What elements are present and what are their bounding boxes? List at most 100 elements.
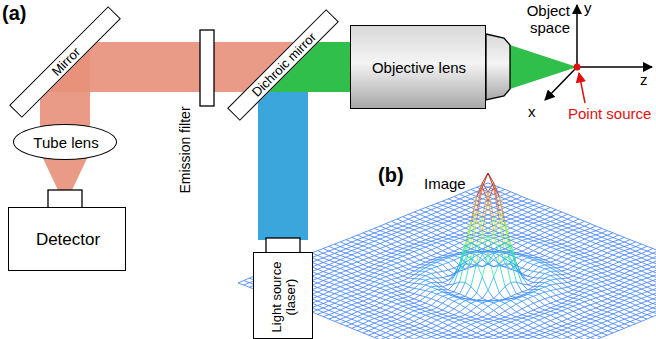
mesh-stroke	[539, 215, 545, 217]
mesh-stroke	[363, 250, 369, 253]
mesh-stroke	[522, 248, 528, 251]
mesh-stroke	[335, 260, 341, 262]
mesh-stroke	[414, 260, 420, 262]
mesh-stroke	[641, 278, 647, 280]
mesh-stroke	[443, 223, 449, 225]
mesh-stroke	[380, 235, 386, 237]
mesh-stroke	[369, 228, 375, 230]
mesh-stroke	[477, 217, 483, 219]
mesh-stroke	[391, 261, 397, 263]
mesh-stroke	[386, 277, 392, 280]
mesh-stroke	[374, 275, 380, 278]
mesh-stroke	[460, 259, 466, 282]
mesh-stroke	[340, 257, 346, 259]
mesh-stroke	[403, 281, 409, 283]
mesh-stroke	[352, 267, 358, 269]
mesh-stroke	[539, 225, 545, 227]
mesh-stroke	[641, 246, 647, 249]
mesh-stroke	[374, 256, 380, 258]
mesh-stroke	[613, 250, 619, 252]
mesh-stroke	[624, 259, 630, 261]
mesh-stroke	[585, 233, 591, 235]
mesh-stroke	[636, 275, 642, 277]
mesh-stroke	[545, 280, 551, 282]
mesh-stroke	[607, 283, 613, 285]
mesh-stroke	[488, 210, 494, 212]
mesh-stroke	[340, 280, 346, 282]
mesh-stroke	[551, 249, 557, 252]
mesh-stroke	[641, 267, 647, 270]
mesh-stroke	[329, 256, 335, 258]
mesh-stroke	[386, 270, 392, 272]
mesh-stroke	[431, 241, 437, 242]
mesh-stroke	[579, 253, 585, 254]
mesh-stroke	[443, 205, 449, 207]
mesh-stroke	[374, 244, 380, 246]
mesh-stroke	[556, 248, 562, 250]
mesh-stroke	[568, 226, 574, 228]
mesh-stroke	[636, 264, 642, 267]
mesh-stroke	[403, 224, 409, 226]
mesh-stroke	[335, 264, 341, 267]
mesh-stroke	[556, 222, 562, 224]
mesh-stroke	[624, 275, 630, 278]
mesh-stroke	[539, 258, 545, 260]
mesh-stroke	[533, 203, 539, 205]
mesh-stroke	[408, 252, 414, 254]
mesh-stroke	[522, 199, 528, 201]
mesh-stroke	[494, 238, 500, 240]
mesh-stroke	[414, 230, 420, 232]
mesh-stroke	[624, 269, 630, 271]
mesh-stroke	[431, 265, 437, 267]
mesh-stroke	[391, 255, 397, 257]
mesh-stroke	[414, 237, 420, 239]
mesh-stroke	[391, 226, 397, 228]
mesh-stroke	[454, 254, 460, 256]
mesh-stroke	[602, 239, 608, 241]
mesh-stroke	[528, 212, 534, 214]
mesh-stroke	[420, 262, 426, 264]
mesh-stroke	[568, 230, 574, 232]
mesh-stroke	[556, 240, 562, 242]
mesh-stroke	[420, 225, 426, 227]
mesh-stroke	[533, 205, 539, 207]
mesh-stroke	[477, 238, 483, 240]
mesh-stroke	[556, 257, 562, 260]
mesh-stroke	[528, 203, 534, 205]
mesh-stroke	[499, 251, 505, 252]
mesh-stroke	[420, 260, 426, 262]
mesh-stroke	[346, 271, 352, 274]
mesh-stroke	[647, 251, 653, 253]
mesh-stroke	[460, 282, 466, 283]
mesh-stroke	[369, 231, 375, 233]
mesh-stroke	[494, 199, 500, 201]
mesh-stroke	[607, 235, 613, 237]
mesh-stroke	[562, 262, 568, 264]
mesh-stroke	[448, 235, 454, 237]
mesh-stroke	[539, 267, 545, 269]
mesh-stroke	[437, 243, 443, 245]
mesh-stroke	[522, 277, 528, 285]
mesh-stroke	[369, 248, 375, 251]
mesh-stroke	[352, 271, 358, 273]
mesh-stroke	[522, 243, 528, 246]
mesh-stroke	[505, 249, 511, 251]
mesh-stroke	[448, 258, 454, 260]
mesh-stroke	[414, 262, 420, 264]
mesh-stroke	[391, 259, 397, 261]
mesh-stroke	[408, 232, 414, 235]
mesh-stroke	[522, 260, 528, 262]
mesh-stroke	[408, 244, 414, 246]
mesh-stroke	[460, 210, 466, 212]
mesh-stroke	[568, 256, 574, 259]
mesh-stroke	[590, 253, 596, 255]
mesh-stroke	[619, 240, 625, 242]
mesh-stroke	[494, 217, 500, 219]
mesh-stroke	[437, 262, 443, 264]
mesh-stroke	[562, 248, 568, 250]
mesh-stroke	[403, 271, 409, 273]
mesh-stroke	[335, 278, 341, 280]
mesh-stroke	[431, 225, 437, 227]
mesh-stroke	[391, 263, 397, 265]
mesh-stroke	[573, 278, 579, 281]
